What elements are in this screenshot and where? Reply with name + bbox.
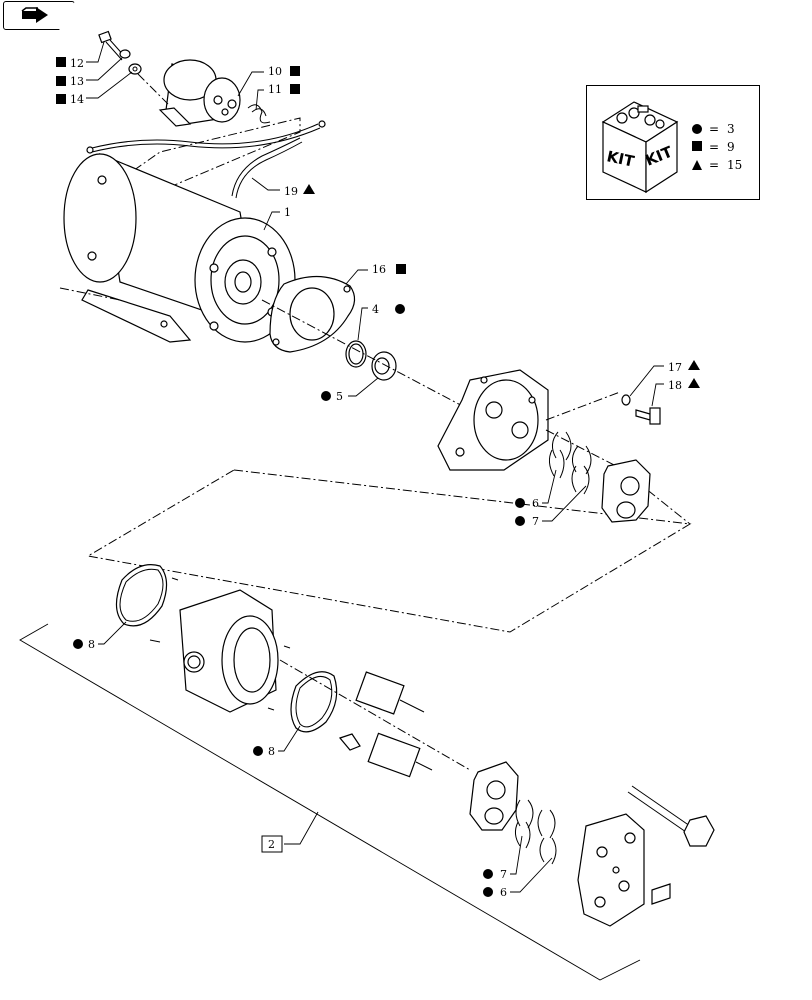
solenoid (158, 59, 241, 127)
seal-5 (371, 351, 397, 381)
svg-text:8: 8 (88, 638, 95, 651)
callout-2: 2 (261, 811, 319, 853)
callout-16: 16 (345, 263, 406, 285)
callout-4: 4 (357, 303, 405, 341)
callout-6-upper: 6 (515, 469, 557, 510)
kit-legend-box (586, 85, 760, 200)
svg-text:10: 10 (268, 65, 282, 78)
callout-11: 11 (255, 83, 300, 111)
pump-front-cover (437, 369, 549, 471)
svg-text:12: 12 (70, 57, 84, 70)
svg-text:19: 19 (284, 185, 298, 198)
washer-17 (621, 394, 631, 406)
svg-text:1: 1 (284, 206, 291, 219)
svg-text:15: 15 (727, 158, 742, 172)
callout-7-upper: 7 (515, 485, 587, 528)
svg-text:7: 7 (532, 515, 539, 528)
svg-text:2: 2 (268, 838, 275, 851)
svg-text:3: 3 (727, 122, 735, 136)
gasket-16 (269, 275, 356, 353)
svg-text:11: 11 (268, 83, 282, 96)
svg-text:14: 14 (70, 93, 84, 106)
svg-text:4: 4 (372, 303, 379, 316)
assembly-bracket (19, 623, 641, 981)
svg-text:8: 8 (268, 745, 275, 758)
kit-legend-triangle: = 15 (692, 158, 742, 172)
bearing-block-upper (601, 459, 651, 523)
kit-icon: KIT KIT (601, 101, 679, 194)
svg-text:17: 17 (668, 361, 682, 374)
name-plate (651, 883, 671, 905)
washer-13 (119, 49, 131, 59)
callout-7-lower: 7 (483, 835, 523, 881)
svg-text:16: 16 (372, 263, 386, 276)
svg-text:=: = (709, 122, 719, 136)
pump-rear-cover (577, 813, 645, 927)
callout-8-upper: 8 (73, 621, 127, 651)
idler-gear (355, 671, 425, 715)
cable-short (247, 104, 271, 124)
washer-14 (128, 63, 142, 75)
callout-5: 5 (321, 377, 379, 403)
o-ring-lower (290, 671, 338, 733)
svg-text:6: 6 (500, 886, 507, 899)
svg-text:5: 5 (336, 390, 343, 403)
bearing-block-lower (469, 761, 519, 831)
bolt-18 (635, 407, 661, 425)
nav-button[interactable] (3, 1, 75, 30)
seal-set-upper (548, 431, 592, 495)
svg-text:=: = (709, 158, 719, 172)
kit-legend-circle: = 3 (692, 122, 735, 136)
kit-word-left: KIT (605, 147, 636, 170)
long-bolt (627, 785, 715, 847)
callout-14: 14 (56, 71, 133, 106)
arrow-right-icon (21, 7, 48, 23)
callout-19: 19 (251, 177, 315, 198)
callout-10: 10 (237, 65, 300, 97)
svg-text:6: 6 (532, 497, 539, 510)
drive-gear (338, 732, 433, 778)
pump-body (149, 577, 291, 713)
seal-set-lower (514, 799, 557, 865)
svg-text:18: 18 (668, 379, 682, 392)
cable-long (86, 120, 326, 199)
kit-legend-square: = 9 (692, 140, 735, 154)
callout-17: 17 (629, 360, 700, 397)
callout-8-lower: 8 (253, 725, 301, 758)
callout-18: 18 (651, 378, 700, 407)
svg-text:=: = (709, 140, 719, 154)
svg-text:9: 9 (727, 140, 735, 154)
callout-1: 1 (263, 206, 291, 231)
electric-motor (59, 153, 296, 343)
callout-13: 13 (56, 57, 123, 88)
callout-6-lower: 6 (483, 857, 553, 899)
o-ring-upper (115, 564, 168, 627)
callout-12: 12 (56, 41, 105, 70)
svg-text:7: 7 (500, 868, 507, 881)
svg-text:13: 13 (70, 75, 84, 88)
snap-ring-4 (345, 340, 367, 368)
